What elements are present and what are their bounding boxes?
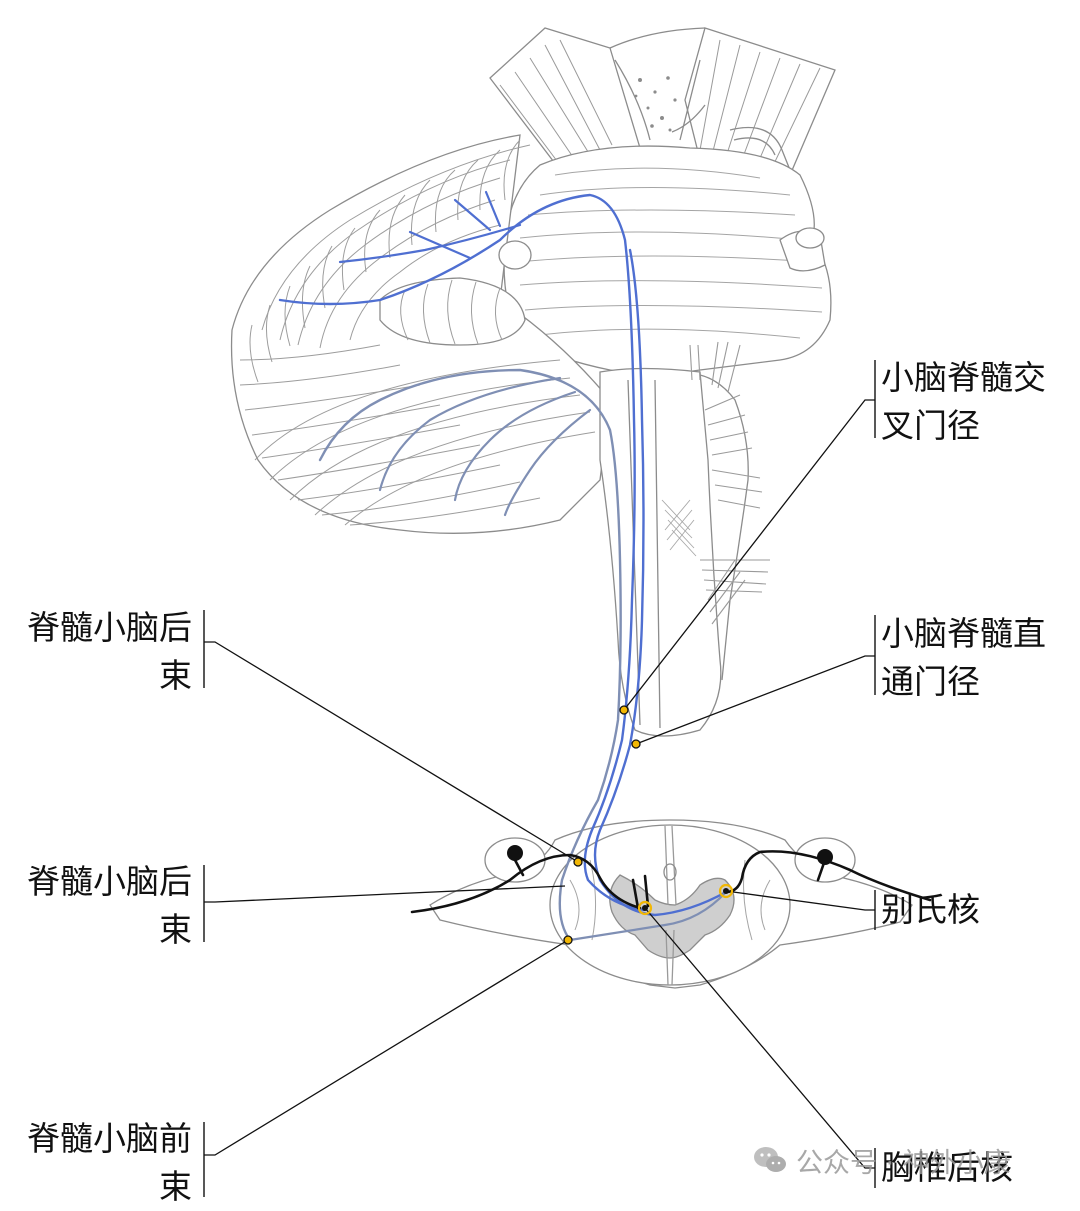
tract-lines — [278, 190, 728, 942]
label-direct-pathway-line2: 通门径 — [881, 662, 980, 701]
label-posterior-tract-upper: 脊髓小脑后 束 — [27, 604, 192, 700]
label-posterior-tract-lower-line2: 束 — [159, 910, 192, 949]
cerebellum-brainstem-outline — [230, 27, 836, 737]
label-posterior-tract-lower: 脊髓小脑后 束 — [27, 858, 192, 954]
label-anterior-tract: 脊髓小脑前 束 — [27, 1115, 192, 1211]
leader-posterior-tract-upper — [204, 641, 579, 863]
spinal-cord-section — [429, 819, 913, 989]
marker-direct-pathway — [631, 739, 641, 749]
label-posterior-tract-lower-line1: 脊髓小脑后 — [27, 862, 192, 901]
label-anterior-tract-line2: 束 — [159, 1167, 192, 1206]
label-crossed-pathway-line1: 小脑脊髓交 — [881, 358, 1046, 397]
label-anterior-tract-line1: 脊髓小脑前 — [27, 1119, 192, 1158]
watermark: 公众号 · 神外小康 — [752, 1140, 1011, 1180]
label-crossed-pathway: 小脑脊髓交 叉门径 — [881, 354, 1046, 450]
label-direct-pathway: 小脑脊髓直 通门径 — [881, 610, 1046, 706]
marker-anterior-tract — [563, 935, 573, 945]
label-direct-pathway-line1: 小脑脊髓直 — [881, 614, 1046, 653]
leader-clarke-nucleus — [725, 890, 875, 911]
label-clarke-nucleus-line1: 别氏核 — [881, 890, 980, 929]
marker-crossed-pathway — [619, 705, 629, 715]
leader-thoracic-posterior-nucleus — [644, 907, 875, 1169]
watermark-text: 公众号 · 神外小康 — [796, 1147, 1011, 1179]
label-brackets — [203, 360, 876, 1197]
leader-crossed-pathway — [623, 399, 875, 711]
marker-posterior-tract — [573, 857, 583, 867]
wechat-icon — [754, 1147, 786, 1172]
label-thoracic-posterior-nucleus-line1: 胸椎后核 — [881, 1148, 1013, 1187]
label-posterior-tract-upper-line1: 脊髓小脑后 — [27, 608, 192, 647]
label-posterior-tract-upper-line2: 束 — [159, 656, 192, 695]
marker-dots — [563, 705, 734, 945]
leader-lines — [204, 399, 875, 1169]
ganglion-cell-bodies — [507, 845, 833, 865]
marker-clarke-right — [718, 883, 734, 899]
leader-direct-pathway — [635, 655, 875, 745]
leader-posterior-tract-lower — [204, 885, 566, 903]
label-clarke-nucleus: 别氏核 — [881, 886, 980, 934]
label-crossed-pathway-line2: 叉门径 — [881, 406, 980, 445]
label-thoracic-posterior-nucleus: 胸椎后核 — [881, 1144, 1013, 1192]
marker-clarke-left — [637, 900, 653, 916]
leader-anterior-tract — [204, 939, 569, 1156]
nerve-fibers — [410, 850, 932, 914]
